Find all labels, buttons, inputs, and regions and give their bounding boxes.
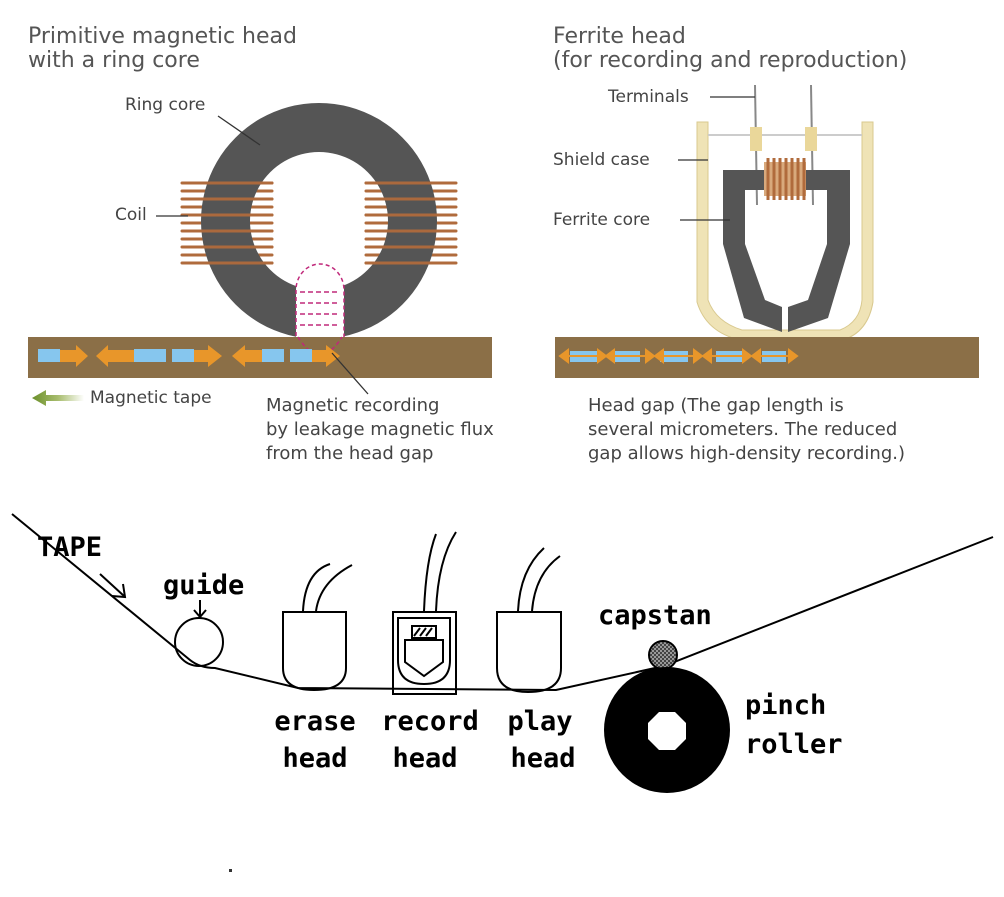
erase-head-label-line1: erase [274,706,356,737]
shield-case [696,121,874,341]
guide-label: guide [163,570,245,601]
record-head [392,531,457,695]
play-head-label-line2: head [510,743,576,774]
capstan-label: capstan [598,600,712,631]
tape-label: TAPE [37,532,103,563]
ring-core [201,103,438,339]
terminals-label: Terminals [608,87,689,107]
shield-case-label: Shield case [553,150,650,170]
coil-label: Coil [115,205,147,225]
ferrite-core-label: Ferrite core [553,210,651,230]
guide-roller [174,617,224,667]
right-magnetic-tape [555,337,979,378]
ferrite-core [723,170,850,332]
pinch-roller-label-line2: roller [745,729,843,760]
head-gap-zone [295,263,345,351]
left-caption: Magnetic recording by leakage magnetic f… [266,395,494,464]
ring-core-head [156,103,458,351]
left-magnetic-tape [28,336,492,395]
left-title-line1: Primitive magnetic head [28,24,297,49]
record-head-label-line1: record [381,706,479,737]
pinch-roller-label-line1: pinch [745,690,827,721]
play-head-label-line1: play [507,706,573,737]
magnetic-tape-label: Magnetic tape [90,388,212,408]
right-title-line2: (for recording and reproduction) [553,48,908,73]
ferrite-head [678,84,874,341]
right-title-line1: Ferrite head [553,24,686,49]
capstan [648,640,678,670]
tape-path-diagram [11,513,994,695]
tape-direction-arrow [32,390,84,406]
pinch-roller [604,667,730,793]
erase-head [282,563,353,692]
play-head [496,547,562,694]
left-title-line2: with a ring core [28,48,200,73]
right-caption: Head gap (The gap length is several micr… [588,395,906,464]
ring-core-label: Ring core [125,95,206,115]
record-head-label-line2: head [392,743,458,774]
erase-head-label-line2: head [282,743,348,774]
